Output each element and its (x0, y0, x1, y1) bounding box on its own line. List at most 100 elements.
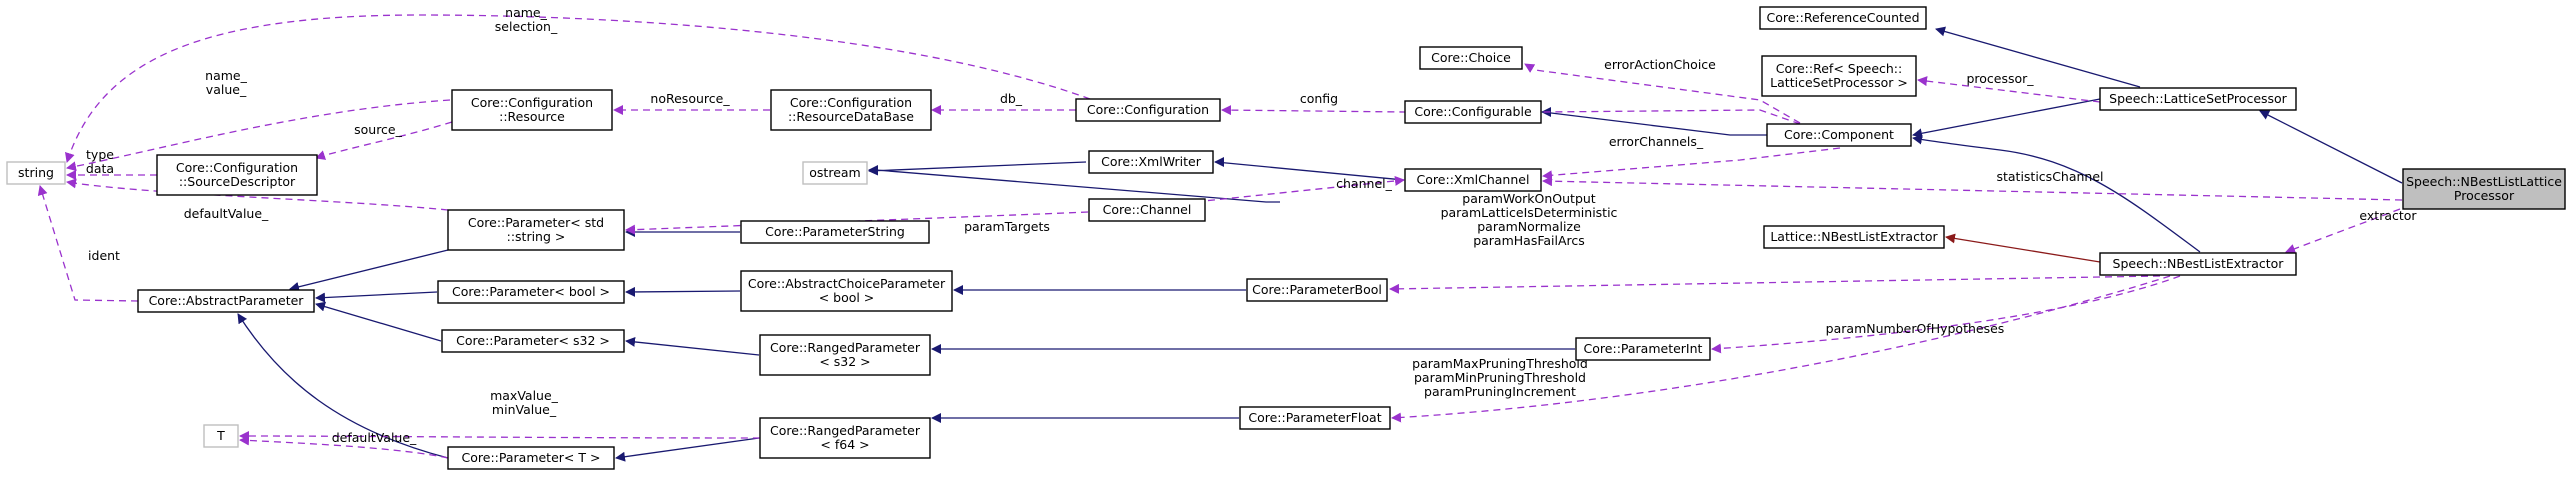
node-channel[interactable]: Core::Channel (1088, 198, 1206, 222)
node-label-line: Core::Parameter< std (468, 215, 604, 230)
node-label-line: < f64 > (820, 437, 869, 452)
node-label-line: Core::ParameterBool (1252, 282, 1382, 297)
edge-label-default-value: defaultValue_ (184, 206, 269, 221)
node-param-T[interactable]: Core::Parameter< T > (447, 446, 615, 470)
node-configuration[interactable]: Core::Configuration (1075, 98, 1221, 122)
node-label-line: Speech::NBestListExtractor (2113, 256, 2285, 271)
node-param-s32[interactable]: Core::Parameter< s32 > (441, 329, 625, 353)
node-lattice-nbest-extractor[interactable]: Lattice::NBestListExtractor (1763, 225, 1945, 249)
node-label-line: Lattice::NBestListExtractor (1770, 229, 1938, 244)
node-config-resource[interactable]: Core::Configuration::Resource (451, 89, 613, 131)
node-config-resource-database[interactable]: Core::Configuration::ResourceDataBase (770, 89, 932, 131)
node-param-std-string[interactable]: Core::Parameter< std::string > (447, 209, 625, 251)
node-box (1246, 278, 1388, 302)
node-label-line: Speech::NBestListLattice (2406, 174, 2562, 189)
node-box (447, 209, 625, 251)
node-choice[interactable]: Core::Choice (1419, 46, 1523, 70)
node-abstract-parameter[interactable]: Core::AbstractParameter (137, 289, 315, 313)
edge-label-line: statisticsChannel (1996, 169, 2103, 184)
usage-arrow (1711, 275, 2181, 354)
node-label-line: Core::XmlWriter (1101, 154, 1202, 169)
node-param-bool[interactable]: Core::Parameter< bool > (437, 280, 625, 304)
node-parameter-int[interactable]: Core::ParameterInt (1575, 337, 1711, 361)
usage-arrow (315, 121, 453, 160)
node-box (1761, 55, 1917, 97)
node-label-line: Core::RangedParameter (770, 340, 921, 355)
node-ranged-parameter-s32[interactable]: Core::RangedParameter< s32 > (759, 334, 931, 376)
node-configurable[interactable]: Core::Configurable (1404, 100, 1542, 124)
node-config-source-descriptor[interactable]: Core::Configuration::SourceDescriptor (156, 154, 318, 196)
node-speech-nbest-extractor[interactable]: Speech::NBestListExtractor (2099, 252, 2297, 276)
edge-label-line: paramMinPruningThreshold (1414, 370, 1586, 385)
node-label-line: Core::Parameter< bool > (452, 284, 610, 299)
node-label-line: Core::ParameterString (765, 224, 905, 239)
node-reference-counted[interactable]: Core::ReferenceCounted (1759, 6, 1927, 30)
edge-label-line: value_ (206, 82, 247, 97)
node-box (1088, 198, 1206, 222)
inheritance-arrow (868, 161, 1087, 176)
node-core-ref[interactable]: Core::Ref< Speech::LatticeSetProcessor > (1761, 55, 1917, 97)
node-label: Core::Parameter< s32 > (456, 333, 610, 348)
node-box (1088, 150, 1214, 174)
edge-label-param-number-of-hypotheses: paramNumberOfHypotheses (1826, 321, 2005, 336)
edge-label-line: minValue_ (492, 402, 557, 417)
edge-label-line: defaultValue_ (332, 430, 417, 445)
edge-label-config: config (1300, 91, 1338, 106)
usage-arrow (1542, 176, 2403, 201)
edge-label-max-min-value: maxValue_minValue_ (490, 388, 559, 417)
node-label-line: Core::Configuration (176, 160, 298, 175)
node-box (6, 161, 66, 185)
edge-label-ident: ident (88, 248, 120, 263)
node-parameter-string[interactable]: Core::ParameterString (740, 220, 930, 244)
node-component[interactable]: Core::Component (1766, 123, 1912, 147)
node-label: Core::Configuration::SourceDescriptor (176, 160, 298, 189)
node-parameter-bool[interactable]: Core::ParameterBool (1246, 278, 1388, 302)
node-box (802, 161, 868, 185)
edge-label-statistics-channel: statisticsChannel (1996, 169, 2103, 184)
node-parameter-float[interactable]: Core::ParameterFloat (1239, 406, 1391, 430)
node-T[interactable]: T (203, 424, 239, 448)
edge-label-line: ident (88, 248, 120, 263)
node-label-line: Core::ParameterInt (1584, 341, 1703, 356)
edge-label-line: selection_ (495, 19, 558, 34)
node-xml-channel[interactable]: Core::XmlChannel (1404, 168, 1542, 192)
edge-label-line: paramLatticeIsDeterministic (1441, 205, 1618, 220)
usage-arrow (1391, 275, 2171, 423)
edge-label-channel: channel_ (1336, 176, 1392, 191)
node-box (1075, 98, 1221, 122)
node-box (2099, 87, 2297, 111)
edge-label-line: name_ (205, 68, 247, 83)
inheritance-arrow (1935, 26, 2141, 88)
node-lattice-set-processor[interactable]: Speech::LatticeSetProcessor (2099, 87, 2297, 111)
edge-label-line: config (1300, 91, 1338, 106)
node-label-line: ::ResourceDataBase (788, 109, 914, 124)
usage-arrow (1221, 105, 1801, 125)
node-abstract-choice-parameter[interactable]: Core::AbstractChoiceParameter< bool > (740, 270, 953, 312)
node-label: Core::Parameter< std::string > (468, 215, 604, 244)
node-label: Speech::LatticeSetProcessor (2109, 91, 2288, 106)
edge-label-line: paramWorkOnOutput (1462, 191, 1596, 206)
node-label: Core::Ref< Speech::LatticeSetProcessor > (1770, 61, 1908, 90)
node-box (447, 446, 615, 470)
node-label-line: Core::AbstractParameter (149, 293, 305, 308)
node-ranged-parameter-f64[interactable]: Core::RangedParameter< f64 > (759, 417, 931, 459)
node-label: Core::ParameterBool (1252, 282, 1382, 297)
node-label: string (18, 165, 54, 180)
node-label: Core::XmlWriter (1101, 154, 1202, 169)
node-string[interactable]: string (6, 161, 66, 185)
edge-label-line: errorActionChoice (1604, 57, 1716, 72)
edge-label-db: db_ (1000, 91, 1023, 106)
edge-label-error-action-choice: errorActionChoice (1604, 57, 1716, 72)
node-xml-writer[interactable]: Core::XmlWriter (1088, 150, 1214, 174)
node-ostream[interactable]: ostream (802, 161, 868, 185)
node-label-line: Core::ParameterFloat (1248, 410, 1381, 425)
edge-label-line: errorChannels_ (1609, 134, 1704, 149)
edge-label-line: paramMaxPruningThreshold (1412, 356, 1588, 371)
node-label: Core::Configuration::Resource (471, 95, 593, 124)
node-label: Core::RangedParameter< f64 > (770, 423, 921, 452)
node-label-line: < s32 > (819, 354, 870, 369)
